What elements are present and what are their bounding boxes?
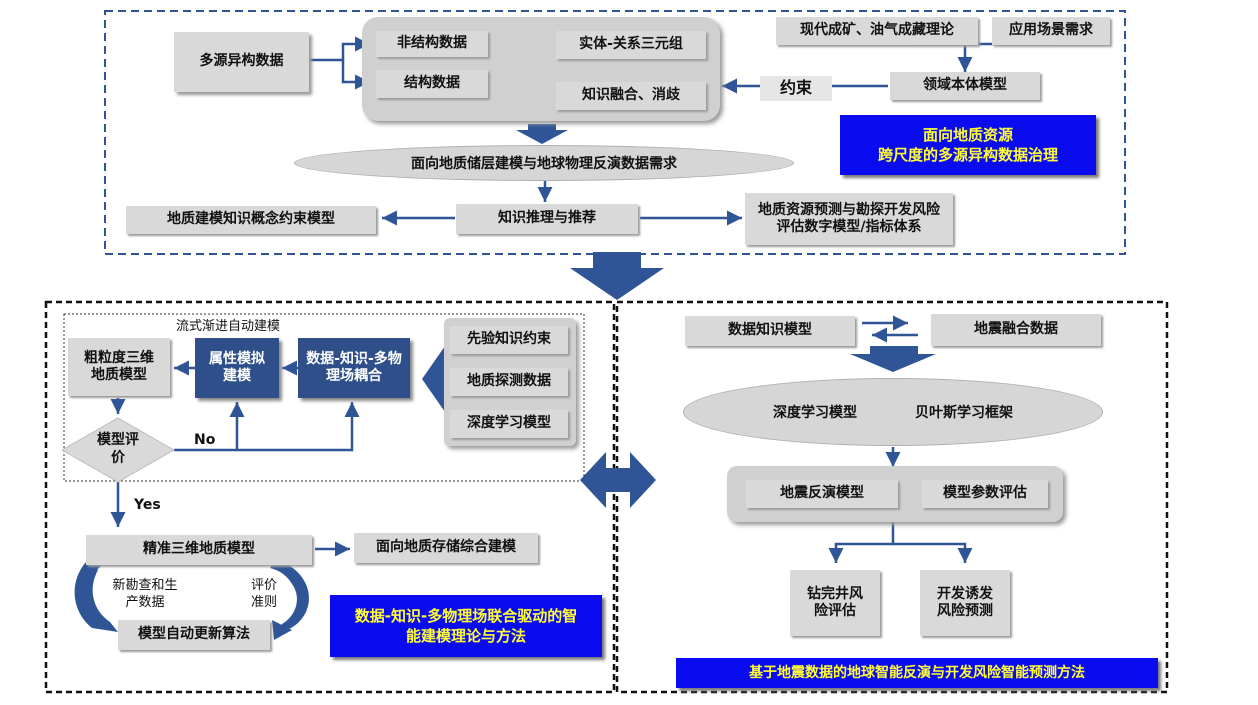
structured-data-box: 结构数据 — [376, 70, 488, 98]
seismic-inversion-box: 地震反演模型 — [746, 480, 898, 508]
entity-relation-triple-box: 实体-关系三元组 — [556, 31, 706, 59]
deep-learning-label-right: 深度学习模型 — [773, 405, 857, 421]
double-arrow-middle — [580, 452, 656, 508]
down-arrow-top-group — [516, 124, 568, 144]
attribute-simulation-box: 属性模拟建模 — [195, 338, 279, 398]
right-panel-border — [615, 300, 1169, 694]
domain-ontology-box: 领域本体模型 — [890, 72, 1040, 100]
evaluation-criteria-label: 评价准则 — [250, 578, 277, 610]
cycle-arrow-right — [270, 560, 310, 632]
unstructured-data-box: 非结构数据 — [376, 31, 488, 57]
learning-frameworks-ellipse: 深度学习模型 贝叶斯学习框架 — [683, 378, 1103, 446]
stream-modeling-label: 流式渐进自动建模 — [175, 319, 280, 334]
data-knowledge-coupling-box: 数据-知识-多物理场耦合 — [298, 338, 410, 398]
top-title-box: 面向地质资源 跨尺度的多源异构数据治理 — [840, 115, 1096, 175]
seismic-fusion-data-box: 地震融合数据 — [931, 314, 1101, 346]
concept-constraint-model-box: 地质建模知识概念约束模型 — [126, 206, 376, 234]
down-arrow-main — [570, 252, 664, 300]
bayes-framework-label: 贝叶斯学习框架 — [915, 405, 1013, 421]
drilling-risk-box: 钻完井风险评估 — [790, 570, 880, 636]
prior-knowledge-box: 先验知识约束 — [450, 326, 568, 354]
knowledge-reasoning-box: 知识推理与推荐 — [456, 204, 638, 234]
model-evaluation-label: 模型评价 — [97, 432, 139, 467]
knowledge-fusion-box: 知识融合、消歧 — [556, 82, 706, 110]
param-evaluation-box: 模型参数评估 — [922, 480, 1048, 508]
left-panel-border — [44, 300, 616, 694]
top-title-line1: 面向地质资源 — [922, 125, 1013, 144]
cycle-arrow-left — [74, 562, 118, 632]
right-title-box: 基于地震数据的地球智能反演与开发风险智能预测方法 — [676, 658, 1158, 688]
storage-modeling-box: 面向地质存储综合建模 — [354, 533, 538, 563]
precise-3d-model-box: 精准三维地质模型 — [86, 535, 312, 565]
exploration-data-box: 地质探测数据 — [450, 368, 568, 396]
constraint-label: 约束 — [760, 76, 832, 101]
new-exploration-data-label: 新勘查和生产数据 — [112, 578, 178, 610]
risk-assessment-model-box: 地质资源预测与勘探开发风险评估数字模型/指标体系 — [745, 193, 953, 245]
down-arrow-right — [850, 346, 936, 372]
data-knowledge-model-box: 数据知识模型 — [685, 316, 855, 346]
left-arrow-inputs — [422, 346, 445, 412]
deep-learning-box-left: 深度学习模型 — [450, 410, 568, 438]
top-title-line2: 跨尺度的多源异构数据治理 — [877, 146, 1058, 164]
theory-box: 现代成矿、油气成藏理论 — [776, 17, 978, 45]
stream-inner-border — [63, 313, 585, 482]
coarse-3d-model-box: 粗粒度三维地质模型 — [68, 338, 170, 396]
yes-label: Yes — [134, 497, 161, 513]
data-demand-ellipse: 面向地质储层建模与地球物理反演数据需求 — [294, 145, 794, 181]
left-title-box: 数据-知识-多物理场联合驱动的智能建模理论与方法 — [330, 595, 602, 657]
no-label: No — [194, 432, 216, 448]
scenario-box: 应用场景需求 — [992, 17, 1110, 45]
auto-update-algorithm-box: 模型自动更新算法 — [118, 620, 270, 650]
induced-risk-box: 开发诱发风险预测 — [920, 570, 1010, 636]
multi-source-data-box: 多源异构数据 — [174, 32, 309, 92]
